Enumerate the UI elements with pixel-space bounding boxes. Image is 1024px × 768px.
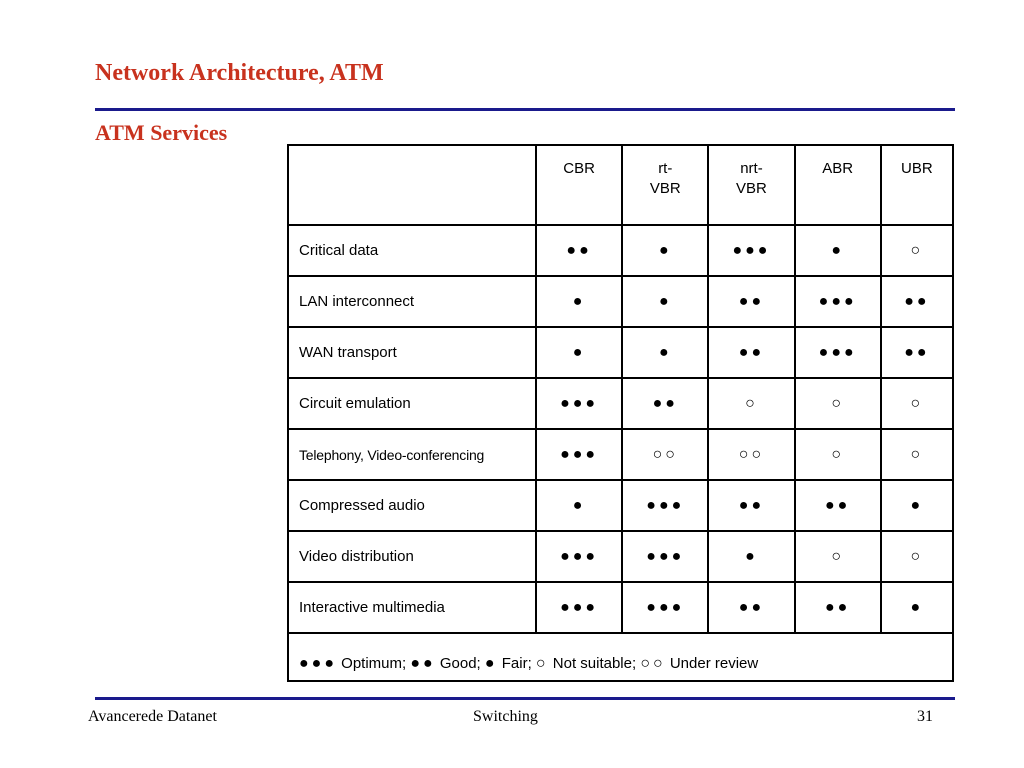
rating-cell: ○○: [621, 428, 710, 481]
rating-cell: ○: [793, 428, 882, 481]
rating-cell: ●: [879, 581, 952, 634]
legend-row: ●●● Optimum; ●● Good; ● Fair; ○ Not suit…: [289, 632, 952, 694]
rating-cell: ●●●: [793, 326, 882, 379]
row-label: Circuit emulation: [289, 377, 537, 430]
footer-course-name: Avancerede Datanet: [88, 708, 217, 725]
rating-cell: ●: [879, 479, 952, 532]
rating-cell: ○: [879, 225, 952, 277]
rating-cell: ○○: [707, 428, 796, 481]
row-label: Interactive multimedia: [289, 581, 537, 634]
bottom-divider: [95, 697, 955, 700]
atm-services-table: CBR rt- VBR nrt- VBR ABR UBR Critical da…: [287, 144, 954, 694]
rating-cell: ●●: [707, 479, 796, 532]
table-row: WAN transport ● ● ●● ●●● ●●: [289, 326, 952, 379]
table-header-row: CBR rt- VBR nrt- VBR ABR UBR: [289, 146, 952, 226]
footer-topic: Switching: [473, 708, 538, 725]
rating-cell: ●●●: [707, 225, 796, 277]
slide-title: Network Architecture, ATM: [95, 60, 384, 86]
legend-optimum-symbol: ●●●: [299, 655, 337, 672]
legend-under-review-symbol: ○○: [640, 655, 666, 672]
table-row: LAN interconnect ● ● ●● ●●● ●●: [289, 275, 952, 328]
rating-cell: ○: [793, 377, 882, 430]
rating-cell: ○: [707, 377, 796, 430]
rating-cell: ●: [534, 479, 624, 532]
rating-cell: ●●: [534, 225, 624, 277]
column-header-ubr: UBR: [879, 146, 952, 226]
rating-cell: ○: [879, 428, 952, 481]
legend-not-suitable-label: Not suitable;: [552, 655, 637, 672]
column-header-cbr: CBR: [534, 146, 624, 226]
rating-cell: ●: [621, 275, 710, 328]
rating-cell: ●●: [879, 275, 952, 328]
rating-cell: ●: [534, 275, 624, 328]
rating-cell: ●●: [621, 377, 710, 430]
rating-cell: ●●: [879, 326, 952, 379]
header-blank-cell: [289, 146, 537, 226]
column-header-nrt-vbr: nrt- VBR: [707, 146, 796, 226]
column-header-rt-vbr: rt- VBR: [621, 146, 710, 226]
legend-not-suitable-symbol: ○: [535, 655, 549, 672]
rating-cell: ●●●: [534, 428, 624, 481]
legend: ●●● Optimum; ●● Good; ● Fair; ○ Not suit…: [289, 632, 952, 694]
top-divider: [95, 108, 955, 111]
rating-cell: ●●: [707, 326, 796, 379]
row-label: WAN transport: [289, 326, 537, 379]
rating-cell: ●●●: [534, 530, 624, 583]
table-row: Circuit emulation ●●● ●● ○ ○ ○: [289, 377, 952, 430]
legend-optimum-label: Optimum;: [341, 655, 407, 672]
table-row: Critical data ●● ● ●●● ● ○: [289, 225, 952, 277]
table-row: Telephony, Video-conferencing ●●● ○○ ○○ …: [289, 428, 952, 481]
row-label: Critical data: [289, 225, 537, 277]
legend-fair-label: Fair;: [501, 655, 532, 672]
rating-cell: ●●●: [534, 377, 624, 430]
rating-cell: ●●●: [793, 275, 882, 328]
rating-cell: ●●: [707, 275, 796, 328]
row-label: Compressed audio: [289, 479, 537, 532]
rating-cell: ●: [707, 530, 796, 583]
row-label: Telephony, Video-conferencing: [289, 428, 537, 481]
rating-cell: ●●: [793, 479, 882, 532]
rating-cell: ○: [879, 530, 952, 583]
rating-cell: ●●: [707, 581, 796, 634]
table-row: Interactive multimedia ●●● ●●● ●● ●● ●: [289, 581, 952, 634]
rating-cell: ●: [621, 326, 710, 379]
slide-subtitle: ATM Services: [95, 120, 228, 145]
rating-cell: ○: [879, 377, 952, 430]
legend-good-label: Good;: [439, 655, 481, 672]
rating-cell: ●: [621, 225, 710, 277]
table-row: Video distribution ●●● ●●● ● ○ ○: [289, 530, 952, 583]
legend-fair-symbol: ●: [484, 655, 498, 672]
rating-cell: ○: [793, 530, 882, 583]
rating-cell: ●●●: [621, 479, 710, 532]
rating-cell: ●●●: [534, 581, 624, 634]
rating-cell: ●: [793, 225, 882, 277]
column-header-abr: ABR: [793, 146, 882, 226]
rating-cell: ●●●: [621, 530, 710, 583]
row-label: LAN interconnect: [289, 275, 537, 328]
legend-good-symbol: ●●: [410, 655, 436, 672]
rating-cell: ●●●: [621, 581, 710, 634]
rating-cell: ●●: [793, 581, 882, 634]
footer-page-number: 31: [917, 708, 933, 725]
legend-under-review-label: Under review: [669, 655, 759, 672]
row-label: Video distribution: [289, 530, 537, 583]
table-row: Compressed audio ● ●●● ●● ●● ●: [289, 479, 952, 532]
rating-cell: ●: [534, 326, 624, 379]
